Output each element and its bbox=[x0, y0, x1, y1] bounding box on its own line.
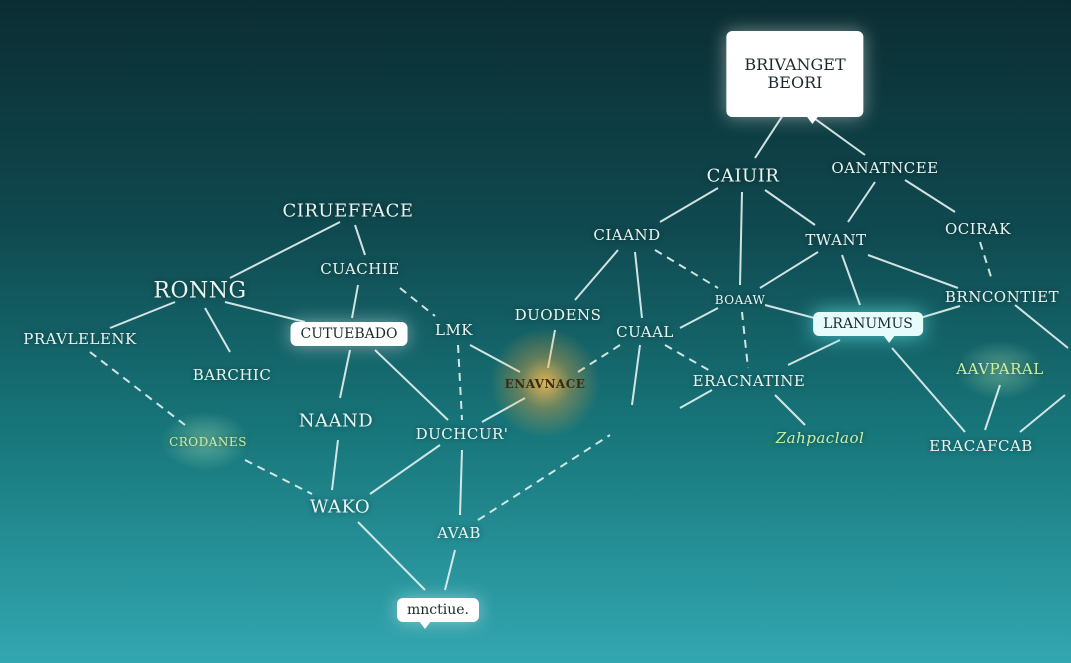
edge bbox=[654, 249, 719, 289]
node-cuachie[interactable]: CUACHIE bbox=[320, 260, 400, 278]
edge bbox=[459, 449, 463, 516]
edge bbox=[847, 181, 876, 223]
edge bbox=[979, 241, 993, 281]
node-ronng[interactable]: RONNG bbox=[153, 278, 247, 304]
node-mnctiue[interactable]: mnctiue. bbox=[397, 598, 479, 629]
callout-tail bbox=[419, 621, 431, 629]
edge bbox=[754, 111, 786, 159]
node-lmk[interactable]: LMK bbox=[434, 321, 474, 339]
edge bbox=[354, 224, 366, 256]
edge bbox=[399, 287, 436, 317]
node-cirueface[interactable]: CIRUEFFACE bbox=[282, 200, 414, 222]
node-eracafcab[interactable]: ERACAFCAB bbox=[929, 437, 1033, 455]
node-mnctiue-label: mnctiue. bbox=[407, 602, 469, 618]
edge bbox=[477, 434, 611, 521]
edge bbox=[664, 344, 713, 373]
edge bbox=[634, 251, 643, 319]
edge bbox=[229, 221, 341, 279]
node-glow bbox=[955, 340, 1045, 400]
node-wako[interactable]: WAKO bbox=[309, 496, 371, 518]
edge bbox=[1019, 394, 1066, 433]
edge bbox=[739, 191, 743, 286]
node-duodens[interactable]: DUODENS bbox=[514, 306, 602, 324]
node-lranumus[interactable]: LRANUMUS bbox=[813, 312, 923, 343]
edge bbox=[351, 284, 359, 319]
edge bbox=[357, 521, 426, 591]
edge bbox=[574, 249, 619, 301]
edge bbox=[764, 304, 823, 321]
node-twant[interactable]: TWANT bbox=[805, 231, 867, 249]
node-zahpaclaol[interactable]: Zahpaclaol bbox=[775, 429, 865, 447]
edge bbox=[244, 459, 313, 495]
edge bbox=[224, 301, 306, 323]
edge bbox=[759, 251, 819, 289]
edge bbox=[659, 187, 719, 223]
edge bbox=[919, 305, 961, 319]
edge bbox=[984, 384, 1001, 431]
node-caand[interactable]: CIAAND bbox=[593, 226, 661, 244]
edge bbox=[741, 311, 749, 369]
title-node-label: BRIVANGET BEORI bbox=[744, 55, 846, 92]
edge bbox=[679, 307, 719, 329]
node-glow bbox=[160, 411, 250, 471]
edge bbox=[457, 344, 463, 421]
node-brncontiet[interactable]: BRNCONTIET bbox=[944, 288, 1060, 306]
edge bbox=[204, 307, 231, 353]
edge bbox=[891, 347, 966, 433]
node-pravlelenk[interactable]: PRAVLELENK bbox=[23, 330, 137, 348]
edge bbox=[109, 301, 176, 329]
edge bbox=[787, 339, 841, 366]
callout-tail bbox=[806, 116, 819, 124]
highlight-glow bbox=[485, 323, 605, 443]
node-crodanes[interactable]: CRODANES bbox=[169, 435, 247, 449]
node-avab[interactable]: AVAB bbox=[437, 524, 481, 542]
node-oanatincee[interactable]: OANATNCEE bbox=[831, 159, 939, 177]
edge bbox=[867, 254, 959, 289]
edge bbox=[841, 254, 861, 306]
node-aavparal[interactable]: AAVPARAL bbox=[956, 360, 1044, 378]
edge bbox=[679, 389, 713, 409]
edge bbox=[631, 344, 641, 406]
node-caiuir[interactable]: CAIUIR bbox=[706, 165, 780, 187]
edge bbox=[904, 179, 956, 213]
node-cuaal[interactable]: CUAAL bbox=[616, 323, 674, 341]
node-duchcur[interactable]: DUCHCUR' bbox=[415, 425, 509, 443]
title-node[interactable]: BRIVANGET BEORI bbox=[726, 31, 864, 124]
node-barchic[interactable]: BARCHIC bbox=[192, 366, 272, 384]
edge bbox=[369, 444, 441, 495]
edge bbox=[339, 349, 351, 399]
node-eracnatine[interactable]: ERACNATINE bbox=[692, 372, 806, 390]
edge bbox=[374, 349, 449, 421]
node-oranrak[interactable]: OCIRAK bbox=[944, 220, 1012, 238]
node-cutuebado[interactable]: CUTUEBADO bbox=[290, 322, 408, 346]
edge bbox=[331, 439, 339, 491]
edge bbox=[774, 394, 806, 426]
edge bbox=[1014, 304, 1069, 349]
edge bbox=[444, 549, 456, 591]
edge bbox=[89, 351, 186, 426]
node-naand[interactable]: NAAND bbox=[298, 410, 374, 432]
node-lranumus-label: LRANUMUS bbox=[823, 316, 913, 332]
edge bbox=[764, 189, 816, 226]
callout-tail bbox=[883, 335, 896, 343]
node-enavnace[interactable]: ENAVNACE bbox=[504, 377, 586, 391]
node-boaaw[interactable]: BOAAW bbox=[714, 293, 766, 307]
